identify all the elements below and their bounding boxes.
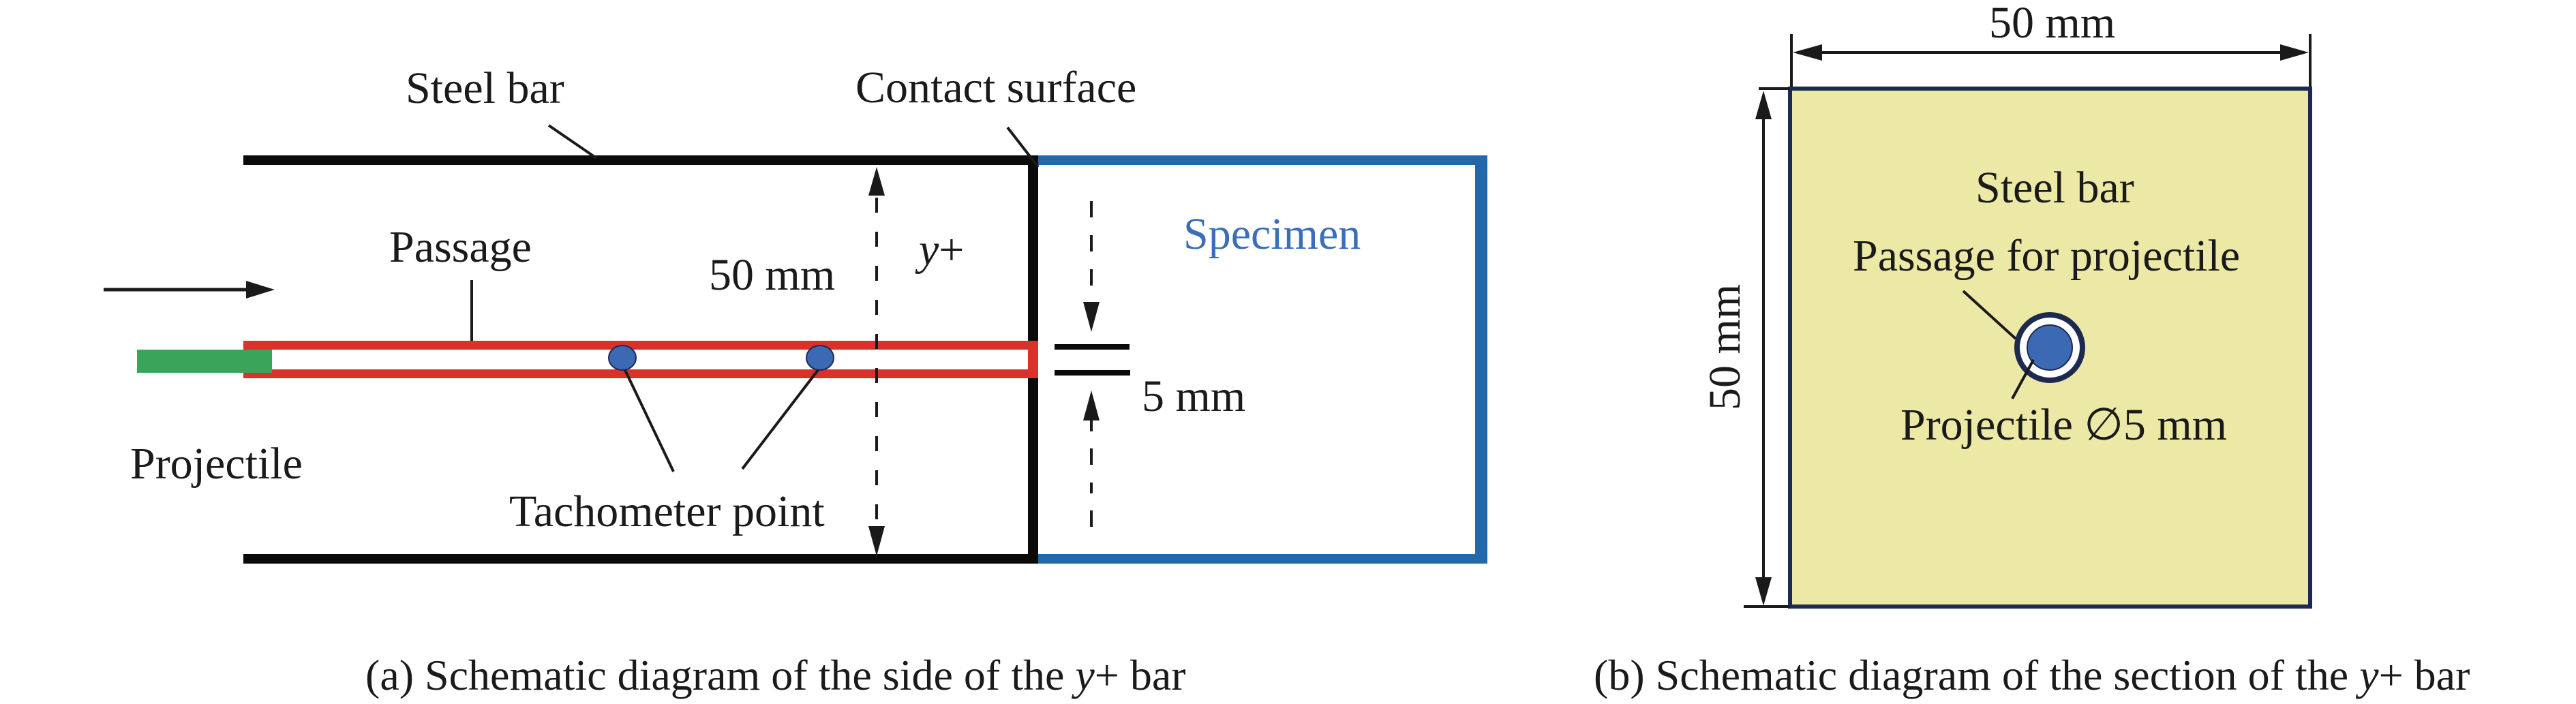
passage-width-label: 5 mm: [1142, 371, 1245, 421]
tachometer-leader-1: [624, 369, 675, 472]
specimen-label: Specimen: [1183, 209, 1361, 259]
tachometer-point-label: Tachometer point: [509, 487, 825, 536]
bar-name-var: y: [915, 225, 939, 275]
projectile: [137, 350, 272, 373]
steel-bar-top-wall: [243, 155, 1038, 165]
caption-b-suffix: + bar: [2379, 651, 2470, 699]
arrow-down-icon: [868, 526, 885, 556]
side-view-diagram: Steel bar Contact surface Passage 50 mm …: [104, 63, 1487, 699]
contact-surface-label: Contact surface: [855, 63, 1136, 112]
caption-a-prefix: (a) Schematic diagram of the side of the: [365, 651, 1075, 699]
bar-height-dimension: [868, 167, 885, 556]
bar-name-suffix: +: [939, 225, 964, 275]
passage-label: Passage: [389, 222, 532, 272]
section-view-diagram: 50 mm 50 mm Steel bar Passage for projec…: [1594, 0, 2470, 699]
arrow-left-icon: [1793, 44, 1822, 61]
steel-bar-bottom-wall: [243, 554, 1038, 564]
arrow-up-icon: [868, 167, 885, 196]
projectile-label: Projectile ∅5 mm: [1900, 400, 2227, 450]
height-dim-label: 50 mm: [1700, 284, 1750, 410]
caption-a-suffix: + bar: [1095, 651, 1186, 699]
caption-a: (a) Schematic diagram of the side of the…: [365, 651, 1186, 699]
arrow-down-icon: [1755, 577, 1772, 606]
caption-b-prefix: (b) Schematic diagram of the section of …: [1594, 651, 2359, 699]
passage-width-dimension: [1055, 201, 1130, 532]
width-dim-label: 50 mm: [1989, 0, 2115, 48]
passage-leader: [1962, 290, 2017, 340]
steel-bar-leader: [547, 124, 598, 159]
specimen-box: [1038, 155, 1487, 564]
steel-bar-label: Steel bar: [1975, 163, 2134, 213]
width-dimension: [1790, 34, 2312, 87]
bar-name-label: y+: [915, 225, 965, 275]
bar-height-label: 50 mm: [709, 250, 835, 300]
steel-bar-label: Steel bar: [406, 63, 564, 113]
arrow-right-icon: [2280, 44, 2309, 61]
caption-a-var: y: [1071, 651, 1095, 699]
contact-surface-leader: [1006, 126, 1040, 168]
projectile-circle: [2027, 324, 2073, 371]
passage-channel: [243, 341, 1038, 378]
caption-b-var: y: [2355, 651, 2379, 699]
projectile-leader: [2011, 359, 2035, 399]
tachometer-point-2: [806, 345, 834, 371]
arrow-down-icon: [1083, 302, 1100, 332]
tachometer-leader-2: [741, 369, 819, 470]
projectile-label: Projectile: [130, 439, 303, 489]
direction-arrow-icon: [104, 281, 275, 299]
tachometer-point-1: [608, 345, 637, 371]
passage-label: Passage for projectile: [1853, 231, 2240, 281]
arrow-up-icon: [1083, 391, 1100, 420]
height-dimension: [1744, 87, 1789, 608]
arrow-up-icon: [1755, 91, 1772, 119]
caption-b: (b) Schematic diagram of the section of …: [1594, 651, 2470, 699]
